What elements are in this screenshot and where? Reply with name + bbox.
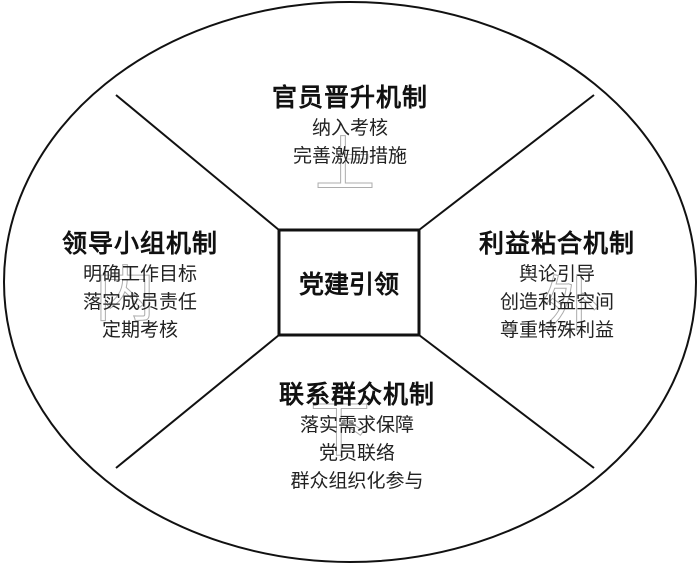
section-title: 利益粘合机制 — [478, 229, 636, 258]
center-box — [277, 228, 421, 337]
section-left: 领导小组机制 明确工作目标 落实成员责任 定期考核 — [62, 224, 218, 344]
section-item: 落实成员责任 — [82, 291, 198, 313]
divider-bottom-left — [115, 334, 280, 469]
divider-top-right — [418, 94, 595, 231]
section-item: 尊重特殊利益 — [499, 319, 615, 341]
section-item: 明确工作目标 — [82, 263, 198, 285]
watermark-left: 内 — [95, 260, 156, 331]
section-item: 纳入考核 — [311, 117, 389, 139]
section-item: 完善激励措施 — [292, 145, 408, 167]
watermark-bottom: 下 — [310, 395, 371, 466]
section-item: 群众组织化参与 — [290, 470, 424, 492]
section-item: 舆论引导 — [518, 263, 596, 285]
section-right: 利益粘合机制 舆论引导 创造利益空间 尊重特殊利益 — [479, 224, 635, 344]
section-title: 联系群众机制 — [278, 380, 436, 409]
center-label: 党建引领 — [298, 269, 399, 299]
outer-ellipse — [3, 1, 697, 563]
section-bottom: 联系群众机制 落实需求保障 党员联络 群众组织化参与 — [279, 375, 435, 495]
section-item: 创造利益空间 — [499, 291, 615, 313]
watermark-top: 上 — [315, 130, 376, 201]
divider-bottom-right — [418, 334, 595, 469]
section-item: 落实需求保障 — [299, 414, 415, 436]
section-item: 定期考核 — [101, 319, 179, 341]
section-item: 党员联络 — [318, 442, 396, 464]
watermark-right: 外 — [540, 270, 601, 341]
divider-top-left — [115, 94, 280, 231]
section-title: 官员晋升机制 — [271, 83, 429, 112]
section-top: 官员晋升机制 纳入考核 完善激励措施 — [272, 78, 428, 170]
section-title: 领导小组机制 — [61, 229, 219, 258]
